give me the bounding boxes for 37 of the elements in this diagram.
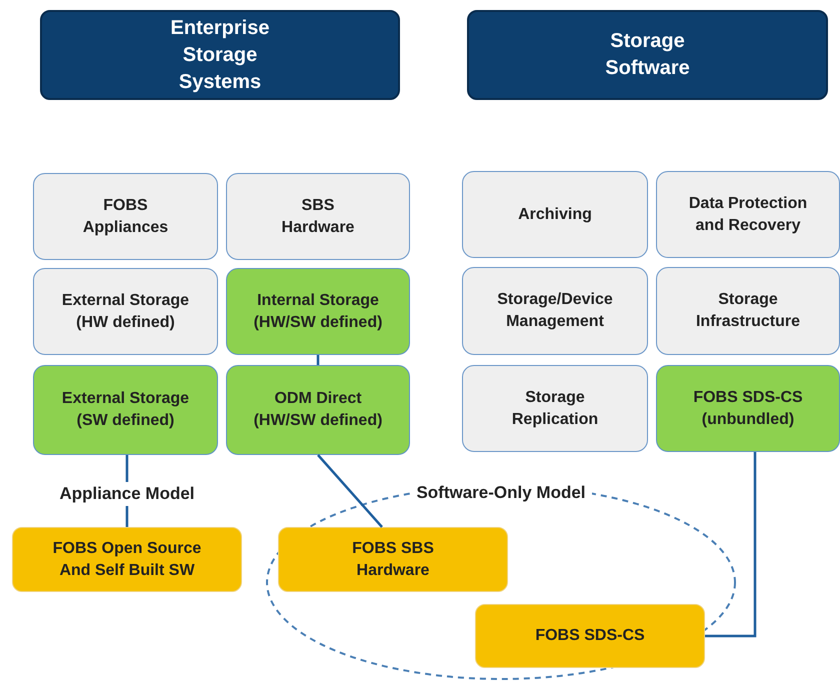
box-label: External Storage (SW defined) — [60, 389, 190, 431]
category-box — [226, 173, 410, 260]
category-box — [462, 171, 648, 258]
box-label: Data Protection and Recovery — [688, 194, 808, 236]
model-box — [475, 604, 705, 668]
box-label: Archiving — [517, 204, 593, 225]
box-label: External Storage (HW defined) — [60, 290, 190, 332]
box-label: Storage Software — [604, 29, 691, 81]
highlight-box — [656, 365, 840, 452]
box-label: Storage Replication — [510, 388, 600, 430]
model-box — [12, 527, 242, 592]
box-label: SBS Hardware — [280, 196, 356, 238]
box-label: Internal Storage (HW/SW defined) — [252, 290, 384, 332]
box-label: FOBS Open Source And Self Built SW — [52, 538, 202, 580]
highlight-box — [226, 365, 410, 455]
header-box — [467, 10, 828, 100]
box-label: Enterprise Storage Systems — [170, 16, 270, 94]
box-label: FOBS SDS-CS (unbundled) — [692, 388, 804, 430]
category-box — [33, 268, 218, 355]
box-label: FOBS SDS-CS — [534, 626, 646, 646]
category-box — [462, 365, 648, 452]
box-label: FOBS Appliances — [82, 196, 170, 238]
box-label: Storage Infrastructure — [694, 290, 802, 332]
connector-line — [705, 452, 756, 638]
category-box — [33, 173, 218, 260]
highlight-box — [33, 365, 218, 455]
box-label: Storage/Device Management — [496, 290, 614, 332]
category-box — [656, 171, 840, 258]
highlight-box — [226, 268, 410, 355]
category-box — [656, 267, 840, 355]
box-label: ODM Direct (HW/SW defined) — [252, 389, 384, 431]
box-label: FOBS SBS Hardware — [351, 538, 435, 580]
model-box — [278, 527, 508, 592]
connector-line — [317, 454, 383, 528]
category-box — [462, 267, 648, 355]
connector-line — [316, 355, 320, 365]
header-box — [40, 10, 400, 100]
